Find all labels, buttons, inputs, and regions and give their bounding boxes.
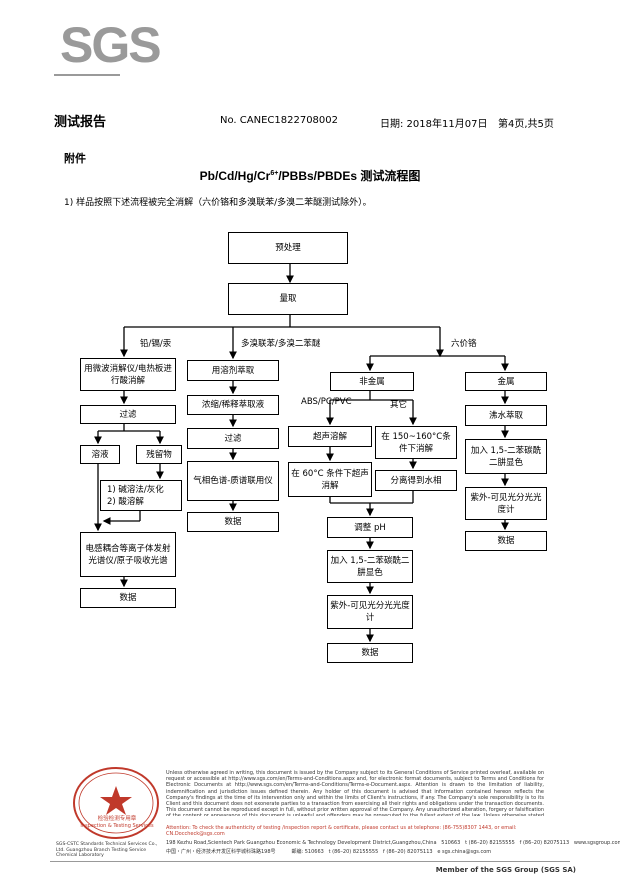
flow-chart-title: Pb/Cd/Hg/Cr6+/PBBs/PBDEs 测试流程图 [199,169,421,183]
acid-digestion-box: 用微波消解仪/电热板进行酸消解 [80,358,176,391]
col1-filter-box: 过滤 [80,405,176,424]
annex-heading: 附件 [64,152,86,165]
page-number: 第4页,共5页 [498,119,554,130]
address-chinese: 中国・广州・经济技术开发区科学城科珠路198号 邮编: 510663 t (86… [166,849,492,855]
concentrate-dilute-box: 浓缩/稀释萃取液 [187,395,279,415]
report-date: 日期: 2018年11月07日 [380,119,488,130]
adjust-ph-box: 调整 pH [327,517,413,538]
disclaimer-text: Unless otherwise agreed in writing, this… [166,770,544,816]
metal-box: 金属 [465,372,547,391]
separate-aqueous-box: 分离得到水相 [375,470,457,491]
seal-text: 检验检测专用章 [97,816,137,822]
seal-subtext: Inspection & Testing Services [80,823,154,829]
branch-label-pbb-pbde: 多溴联苯/多溴二苯醚 [241,339,321,349]
member-of-sgs-group: Member of the SGS Group (SGS SA) [435,866,576,874]
inspection-seal [73,767,159,839]
col3-add-reagent-box: 加入 1,5-二苯碳酰二肼显色 [327,550,413,583]
sgs-logo: SGS [60,17,162,73]
heat-digestion-box: 在 150~160°C条件下消解 [375,426,457,459]
abs-pc-pvc-label: ABS/PC/PVC [301,397,352,407]
col4-add-reagent-box: 加入 1,5-二苯碳酰二肼显色 [465,439,547,474]
col2-data-box: 数据 [187,512,279,532]
sampling-box: 量取 [228,283,348,315]
attention-text: Attention: To check the authenticity of … [166,825,517,838]
icp-aas-box: 电感耦合等离子体发射光谱仪/原子吸收光谱 [80,532,176,577]
branch-label-pb-cd-hg: 铅/镉/汞 [140,339,172,349]
solution-box: 溶液 [80,445,120,464]
col3-data-box: 数据 [327,643,413,663]
col4-data-box: 数据 [465,531,547,551]
lab-name: SGS-CSTC Standards Technical Services Co… [56,842,158,858]
report-title: 测试报告 [54,115,107,130]
report-number: No. CANEC1822708002 [220,115,339,126]
residue-treatment-box: 1) 碱溶法/灰化 2) 酸溶解 [100,480,182,511]
col2-filter-box: 过滤 [187,428,279,449]
logo-underline [54,74,120,76]
boiling-water-extraction-box: 沸水萃取 [465,405,547,426]
ultrasonic-60c-box: 在 60°C 条件下超声消解 [288,462,372,497]
gcms-box: 气相色谱-质谱联用仪 [187,461,279,501]
solvent-extraction-box: 用溶剂萃取 [187,360,279,381]
branch-label-cr6: 六价铬 [451,339,477,349]
residue-box: 残留物 [136,445,182,464]
col3-uvvis-box: 紫外-可见光分光光度计 [327,595,413,629]
step-note: 1) 样品按照下述流程被完全消解（六价铬和多溴联苯/多溴二苯醚测试除外）。 [64,198,372,208]
footer-divider [50,861,570,862]
pretreatment-box: 预处理 [228,232,348,264]
ultrasonic-dissolve-box: 超声溶解 [288,426,372,447]
address-english: 198 Kezhu Road,Scientech Park Guangzhou … [166,840,620,846]
other-label: 其它 [390,400,408,410]
col4-uvvis-box: 紫外-可见光分光光度计 [465,487,547,520]
col1-data-box: 数据 [80,588,176,608]
nonmetal-box: 非金属 [330,372,414,391]
